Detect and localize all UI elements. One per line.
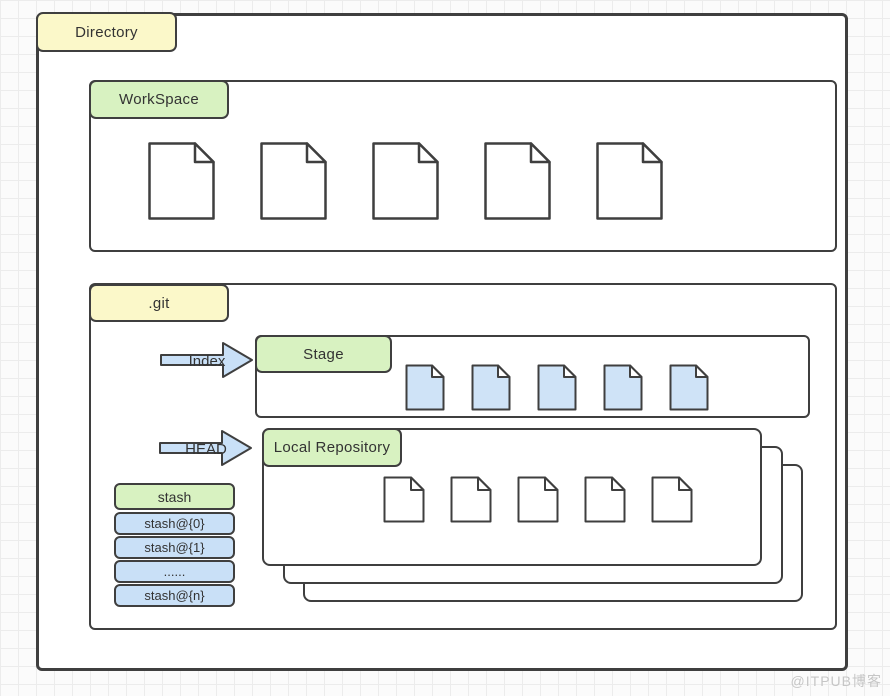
stash-row: ......: [114, 560, 235, 583]
workspace-label: WorkSpace: [89, 80, 229, 119]
document-icon: [517, 476, 559, 523]
document-icon: [450, 476, 492, 523]
document-icon: [372, 142, 439, 220]
document-icon: [584, 476, 626, 523]
workspace-label-text: WorkSpace: [119, 91, 199, 108]
stage-label: Stage: [255, 335, 392, 373]
document-icon: [260, 142, 327, 220]
watermark: @ITPUB博客: [790, 673, 882, 689]
directory-label-text: Directory: [75, 23, 138, 41]
stash-table: stash stash@{0}stash@{1}......stash@{n}: [114, 483, 235, 607]
index-arrow-label: Index: [189, 353, 226, 370]
index-arrow: Index: [160, 342, 253, 378]
document-icon: [651, 476, 693, 523]
document-icon: [405, 364, 445, 411]
document-icon: [148, 142, 215, 220]
document-icon: [603, 364, 643, 411]
document-icon: [596, 142, 663, 220]
document-icon: [669, 364, 709, 411]
stash-row: stash@{1}: [114, 536, 235, 559]
local-repository-files: [383, 476, 693, 523]
local-repository-label: Local Repository: [262, 428, 402, 467]
stash-row: stash@{n}: [114, 584, 235, 607]
workspace-files: [148, 142, 663, 220]
head-arrow: HEAD: [159, 430, 252, 466]
stage-label-text: Stage: [303, 345, 344, 363]
stash-header: stash: [114, 483, 235, 510]
stash-rows: stash@{0}stash@{1}......stash@{n}: [114, 511, 235, 607]
document-icon: [471, 364, 511, 411]
directory-label: Directory: [36, 12, 177, 52]
document-icon: [537, 364, 577, 411]
document-icon: [484, 142, 551, 220]
stash-row: stash@{0}: [114, 512, 235, 535]
stash-header-text: stash: [157, 488, 192, 505]
head-arrow-label: HEAD: [185, 441, 227, 458]
local-repository-label-text: Local Repository: [273, 439, 391, 456]
git-label: .git: [89, 284, 229, 322]
git-label-text: .git: [148, 294, 170, 312]
document-icon: [383, 476, 425, 523]
stage-files: [405, 364, 709, 411]
